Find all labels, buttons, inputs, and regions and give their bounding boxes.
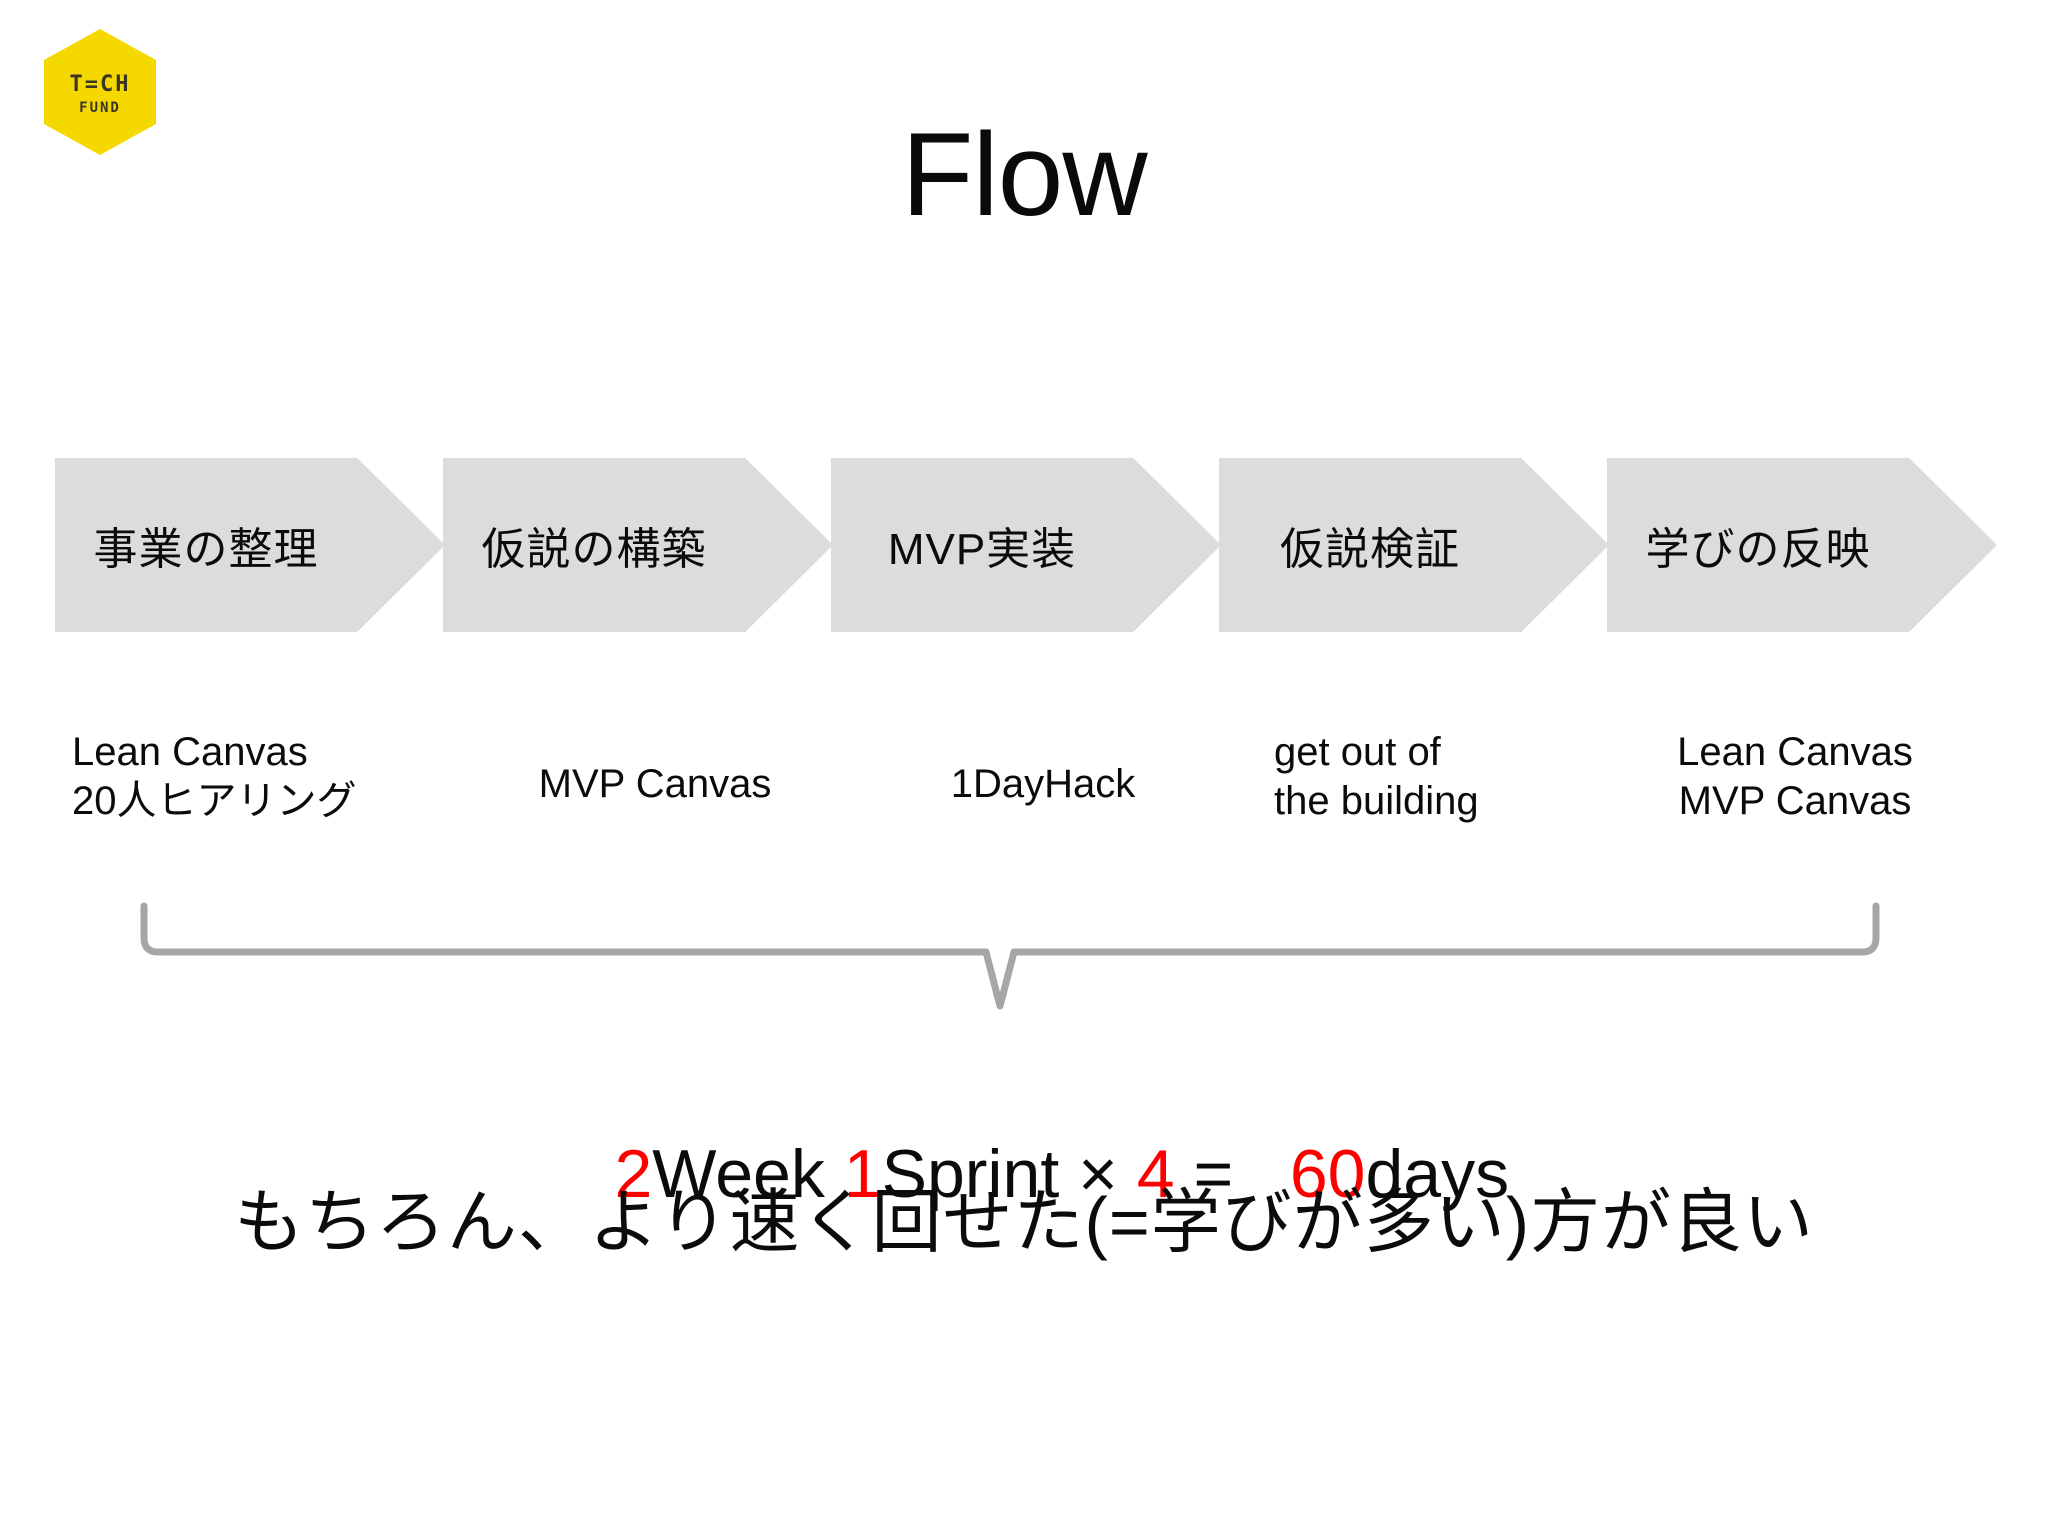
summary-formula: 2Week 1Sprint × 4 = 60days: [0, 1052, 2048, 1297]
flow-step-4-label: 仮説検証: [1280, 525, 1460, 574]
flow-step-2[interactable]: 仮説の構築: [443, 458, 833, 632]
formula-part-3: 1: [843, 1135, 882, 1212]
flow-step-1-caption: Lean Canvas 20人ヒアリング: [72, 730, 357, 823]
flow-step-2-caption: MVP Canvas: [538, 762, 772, 806]
formula-part-1: 2: [614, 1135, 653, 1212]
flow-step-5-label: 学びの反映: [1645, 525, 1871, 574]
formula-part-8: days: [1365, 1135, 1510, 1212]
flow-step-3-label: MVP実装: [887, 525, 1077, 574]
formula-part-5: 4: [1136, 1135, 1175, 1212]
flow-step-2-label: 仮説の構築: [481, 525, 707, 574]
summary-bracket: [140, 902, 1880, 1010]
page-title: Flow: [901, 109, 1147, 241]
flow-step-5[interactable]: 学びの反映: [1607, 458, 1997, 632]
formula-part-6: =: [1174, 1135, 1290, 1212]
summary-footnote: もちろん、より速く回せた(=学びが多い)方が良い: [233, 1183, 1815, 1261]
tech-fund-logo: T=CH FUND: [40, 27, 160, 157]
flow-step-4[interactable]: 仮説検証: [1219, 458, 1609, 632]
formula-part-2: Week: [652, 1135, 844, 1212]
hexagon-icon: [44, 29, 156, 155]
formula-part-4: Sprint ×: [881, 1135, 1137, 1212]
flow-step-1-label: 事業の整理: [93, 525, 319, 574]
flow-step-4-caption: get out of the building: [1274, 730, 1479, 823]
logo-primary-text: T=CH: [69, 72, 131, 97]
flow-step-1[interactable]: 事業の整理: [55, 458, 445, 632]
flow-chevron-row: 事業の整理 仮説の構築 MVP実装 仮説検証 学びの反映: [55, 458, 1997, 632]
formula-part-7: 60: [1289, 1135, 1366, 1212]
flow-step-3[interactable]: MVP実装: [831, 458, 1221, 632]
flow-step-5-caption: Lean Canvas MVP Canvas: [1677, 730, 1913, 823]
logo-secondary-text: FUND: [79, 100, 121, 116]
flow-step-3-caption: 1DayHack: [950, 762, 1136, 806]
